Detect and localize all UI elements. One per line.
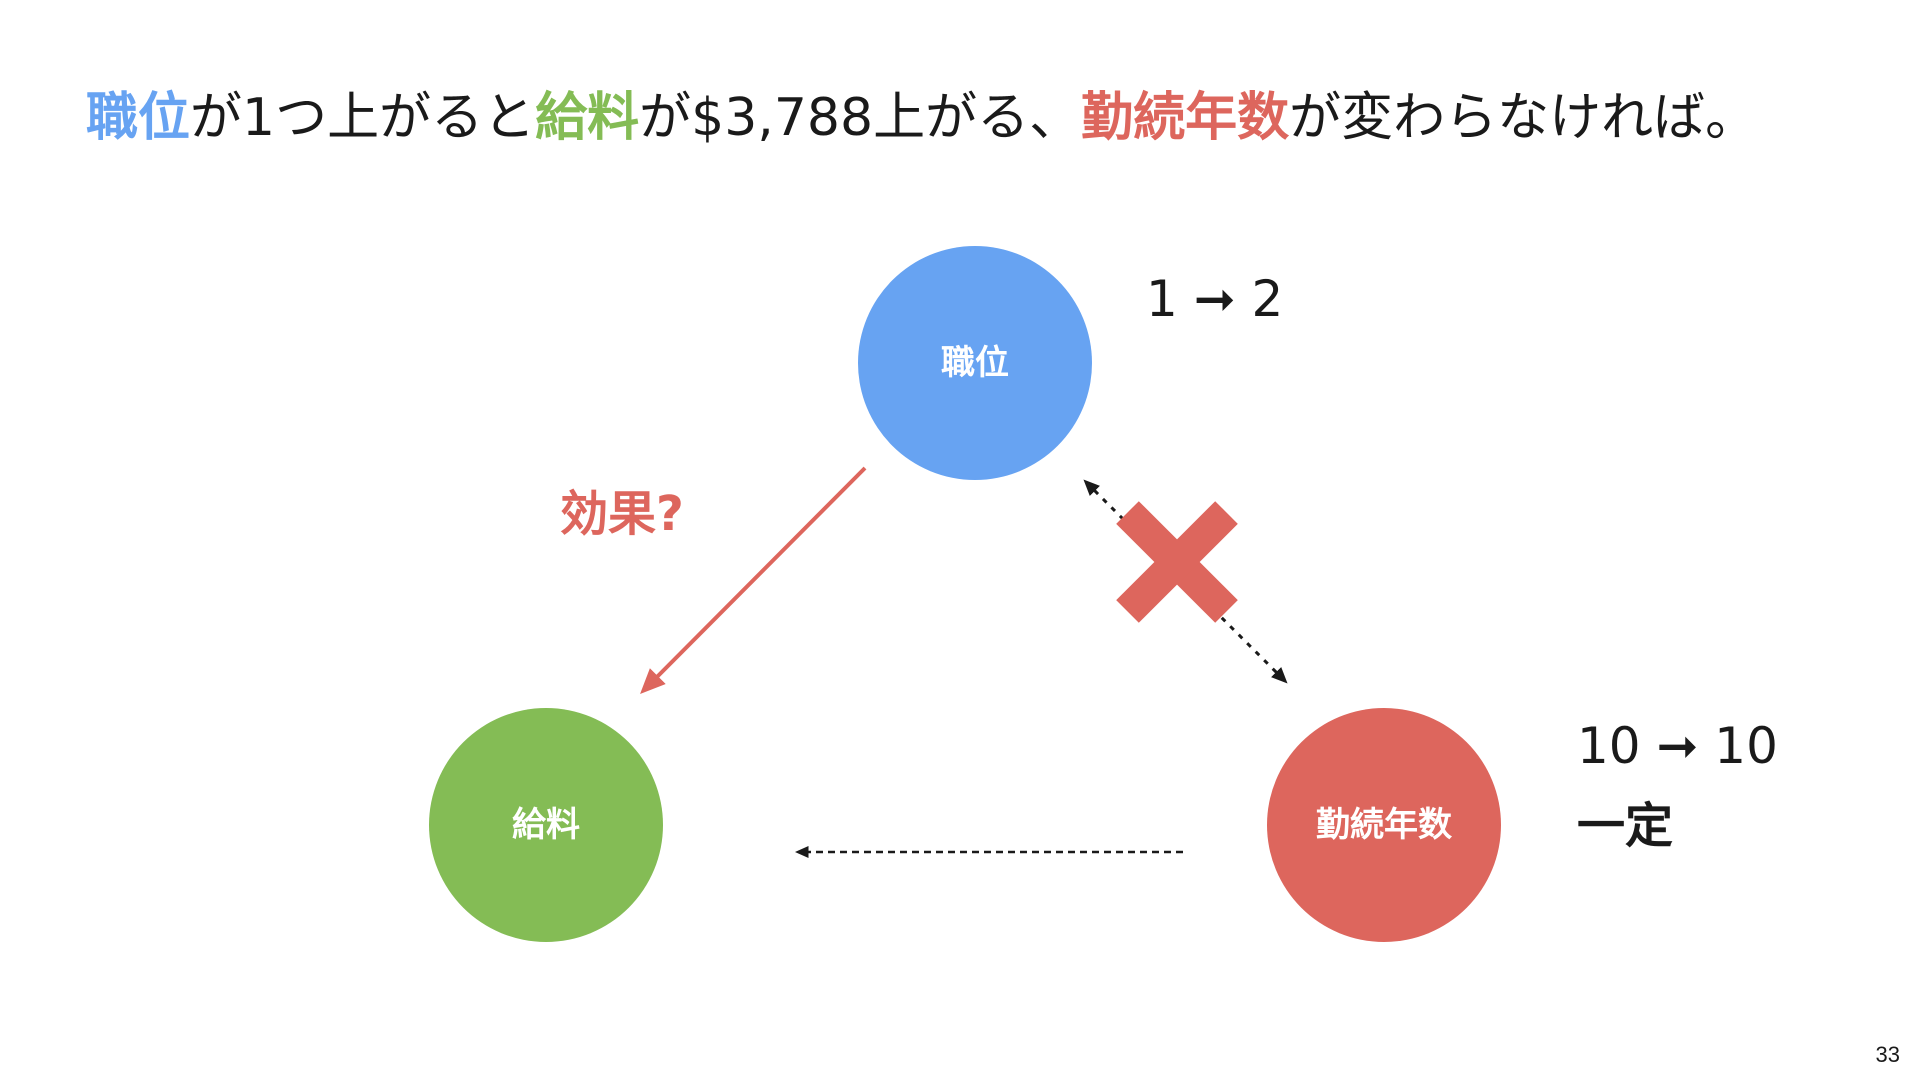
cross-icon (1116, 501, 1238, 623)
position-change-label: 1 ➞ 2 (1146, 270, 1283, 328)
node-tenure-label: 勤続年数 (1316, 805, 1452, 845)
node-position: 職位 (858, 246, 1092, 480)
node-salary: 給料 (429, 708, 663, 942)
page-number: 33 (1875, 1042, 1900, 1067)
tenure-constant-label: 一定 (1577, 798, 1673, 854)
headline-position: 職位 (86, 88, 191, 148)
tenure-change-label: 10 ➞ 10 (1577, 717, 1778, 775)
effect-question-label: 効果? (560, 486, 684, 542)
node-salary-label: 給料 (512, 805, 580, 845)
headline-salary: 給料 (535, 88, 640, 148)
headline-text-1: が1つ上がると (190, 88, 536, 148)
node-tenure: 勤続年数 (1267, 708, 1501, 942)
headline-tenure: 勤続年数 (1081, 88, 1290, 148)
headline-text-2: が$3,788上がる、 (639, 88, 1082, 148)
edge-position-to-salary (640, 466, 867, 694)
node-position-label: 職位 (941, 343, 1009, 383)
headline-text-3: が変わらなければ。 (1289, 88, 1758, 148)
headline: 職位が1つ上がると給料が$3,788上がる、勤続年数が変わらなければ。 (86, 82, 1757, 154)
